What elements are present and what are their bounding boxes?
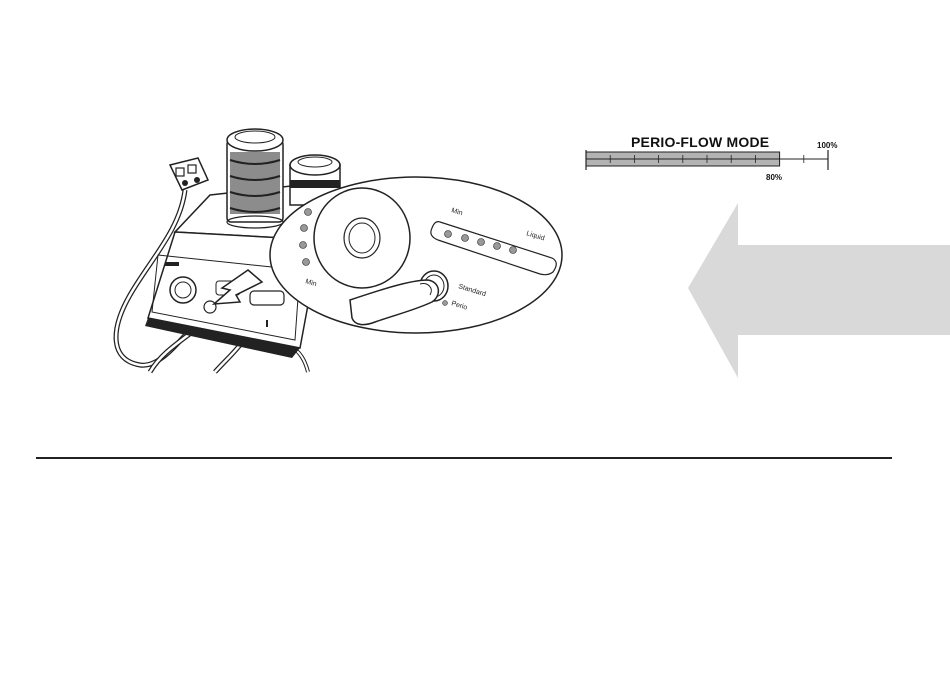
gauge-level-label: 80% [766,173,782,182]
gauge-max-label: 100% [817,141,837,150]
flow-level-gauge [586,150,828,170]
powder-chamber [227,129,283,228]
perio-flow-mode-title: PERIO-FLOW MODE [631,134,769,150]
magnified-control-panel: Min Liquid Standard Perio Min [270,177,562,333]
section-divider [36,457,892,459]
left-arrow-shape [688,203,950,378]
handpiece-connector [170,158,208,190]
